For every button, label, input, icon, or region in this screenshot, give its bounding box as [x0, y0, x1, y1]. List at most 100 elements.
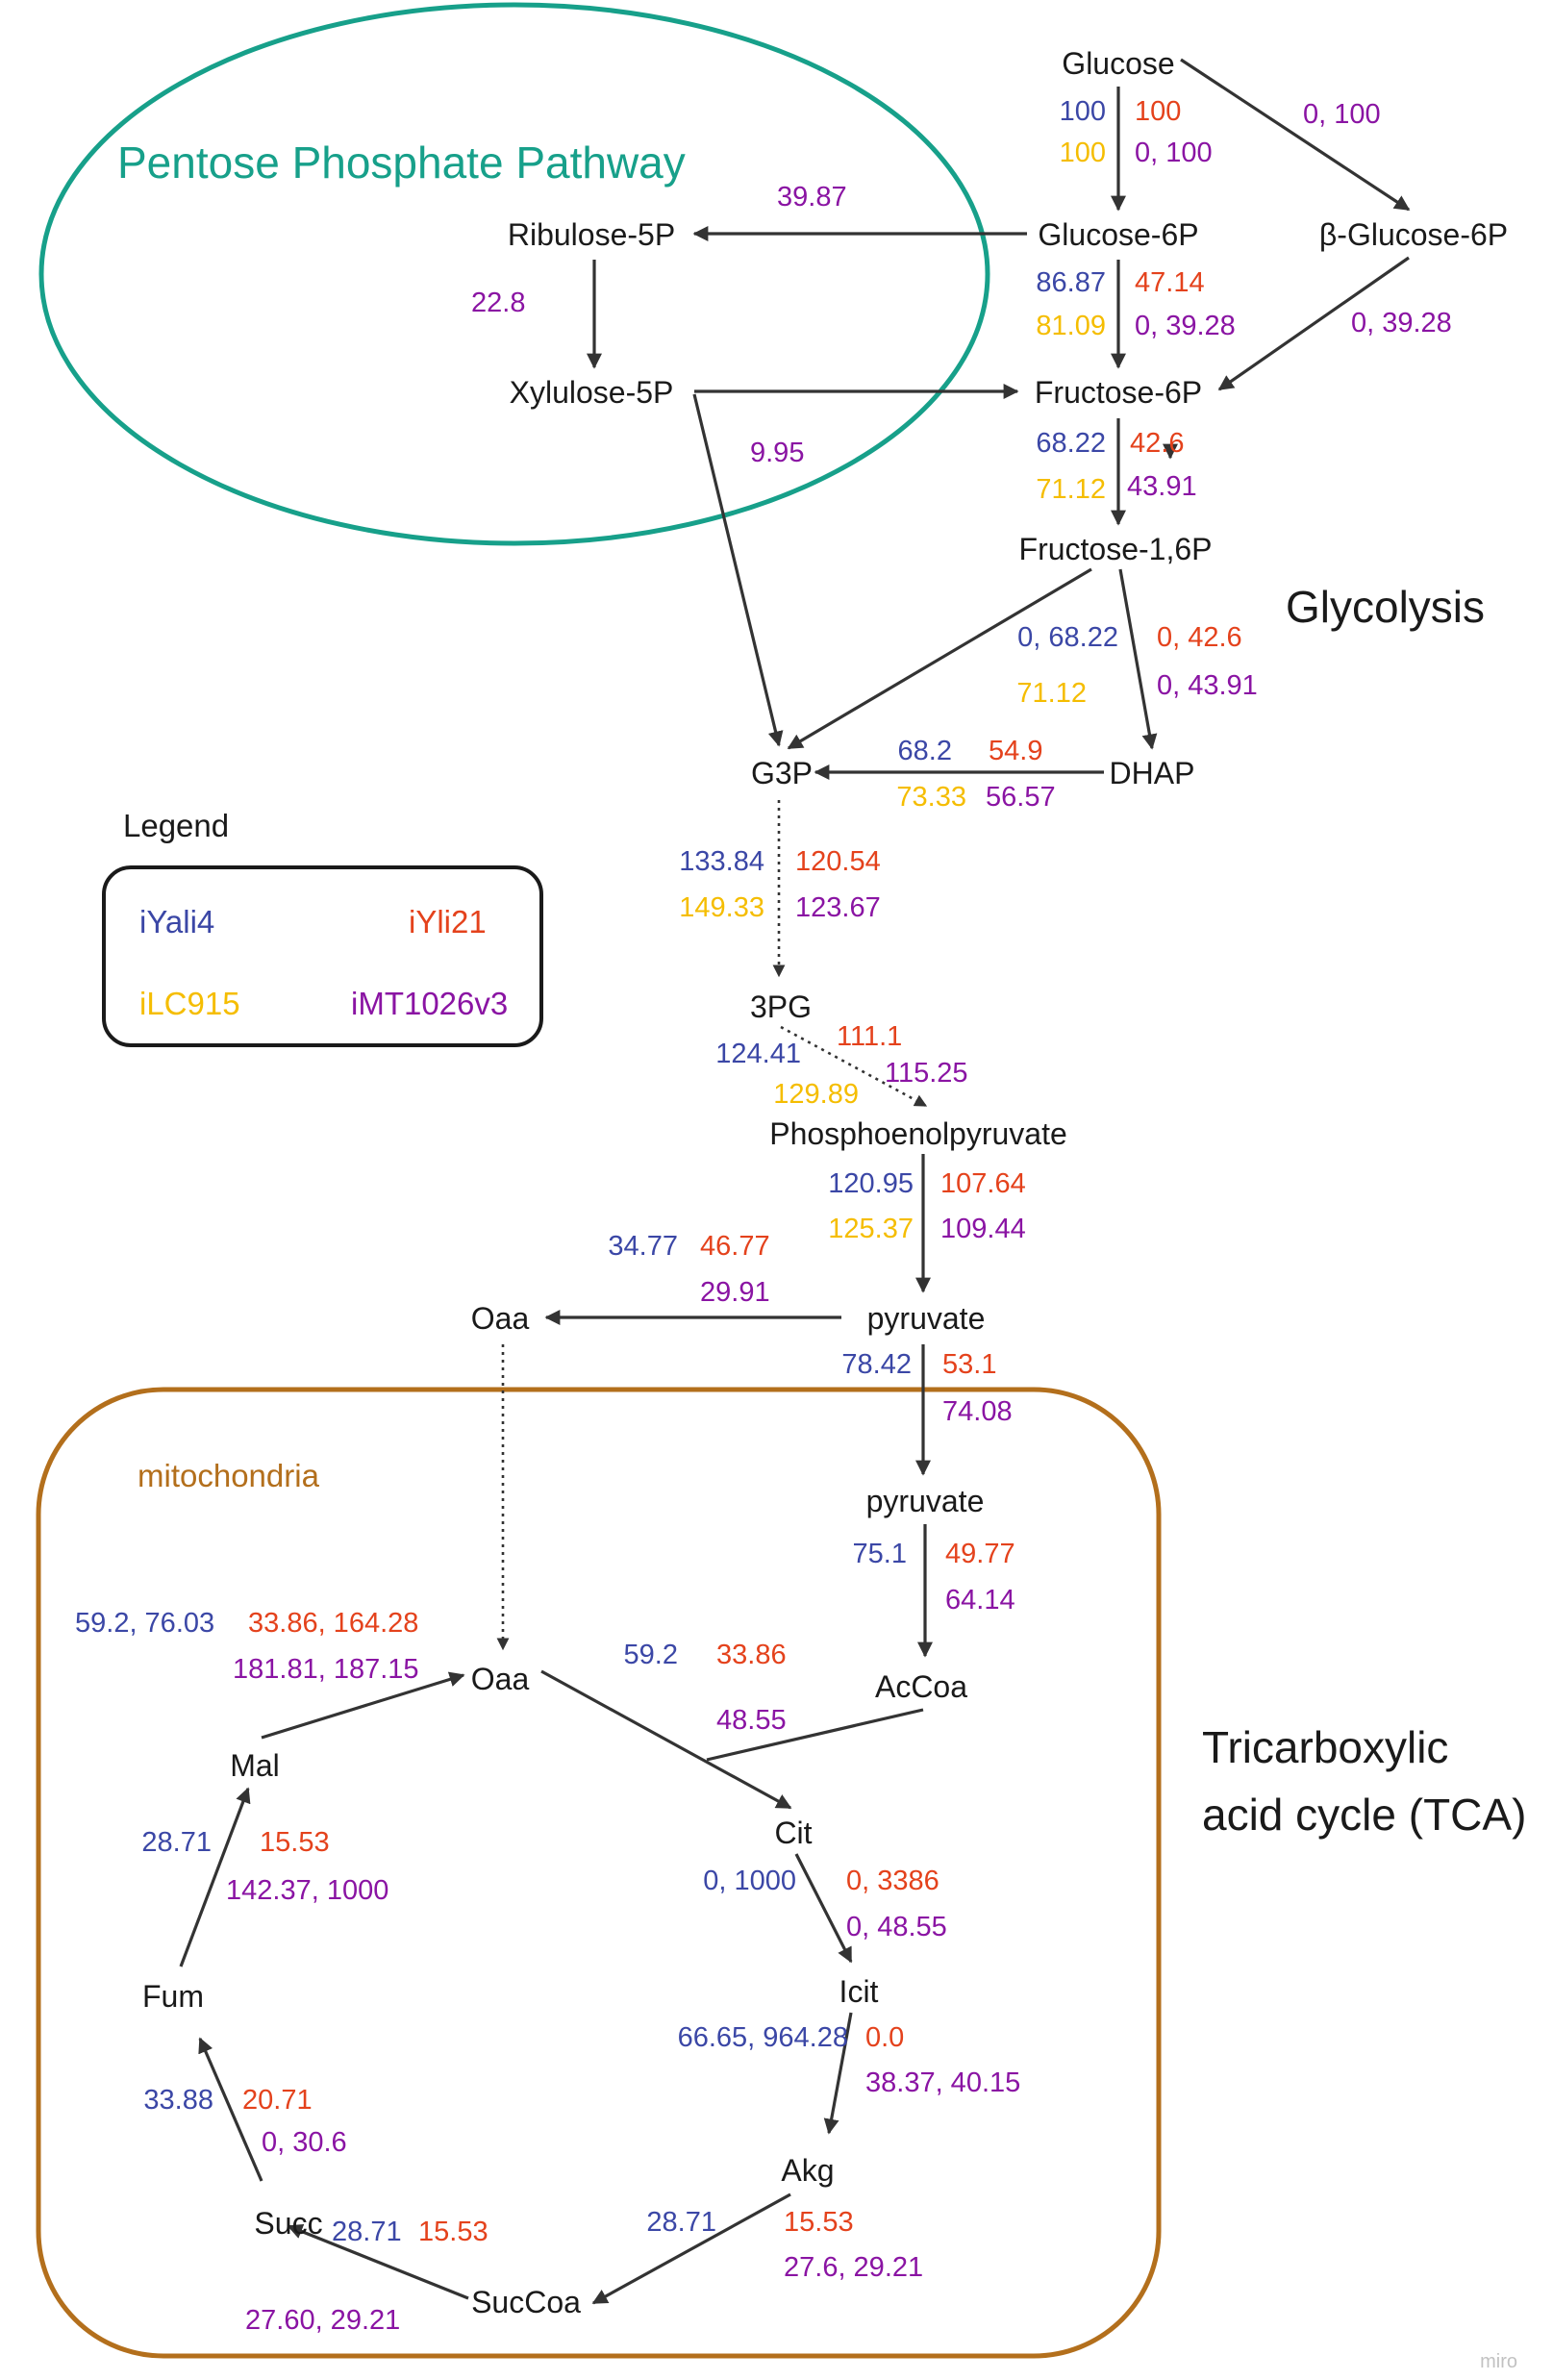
arrow-fructose16p-dhap	[1118, 568, 1158, 750]
metabolite-3pg: 3PG	[750, 990, 812, 1024]
flux-g3p-3pg-iyli21: 120.54	[795, 846, 881, 877]
flux-g6p-f6p-iyali4: 86.87	[1036, 267, 1106, 298]
metabolite-bglucose6p: β-Glucose-6P	[1319, 217, 1508, 252]
ppp-region-ellipse	[38, 2, 990, 546]
flux-pyr-accoa-iyali4: 75.1	[853, 1539, 907, 1569]
flux-g6p-f6p-iyli21: 47.14	[1135, 267, 1205, 298]
flux-3pg-pep-iyli21: 111.1	[837, 1021, 902, 1052]
flux-cit-icit-imt1026v3: 0, 48.55	[846, 1912, 947, 1942]
mitochondria-label: mitochondria	[138, 1458, 320, 1493]
flux-pyr-mito-imt1026v3: 74.08	[942, 1396, 1013, 1427]
arrow-glucose-bglucose6p	[1180, 58, 1411, 212]
flux-succ-fum-imt1026v3: 0, 30.6	[262, 2127, 347, 2158]
flux-fum-mal-iyli21: 15.53	[260, 1827, 330, 1858]
metabolite-g3p: G3P	[751, 756, 813, 790]
flux-f16p-split-iyali4: 0, 68.22	[1017, 622, 1118, 653]
flux-oaa-cit-iyali4: 59.2	[624, 1640, 678, 1670]
metabolite-pyruvate-cytosol: pyruvate	[867, 1301, 986, 1336]
arrow-xylulose5p-g3p	[692, 393, 784, 747]
flux-g6p-f6p-ilc915: 81.09	[1036, 311, 1106, 341]
flux-3pg-pep-ilc915: 129.89	[773, 1079, 859, 1110]
metabolite-fructose6p: Fructose-6P	[1035, 375, 1202, 410]
flux-g3p-3pg-iyali4: 133.84	[679, 846, 764, 877]
flux-glc-g6p-iyli21: 100	[1135, 96, 1181, 127]
flux-3pg-pep-imt1026v3: 115.25	[885, 1058, 968, 1089]
flux-pep-pyr-iyli21: 107.64	[940, 1168, 1026, 1199]
legend-item-iyali4: iYali4	[139, 904, 214, 939]
flux-bg6p-f6p-imt1026v3: 0, 39.28	[1351, 308, 1452, 338]
arrow-fum-mal	[179, 1787, 251, 1967]
flux-ru5p-xu5p-imt1026v3: 22.8	[471, 288, 525, 318]
flux-fum-mal-imt1026v3: 142.37, 1000	[226, 1875, 388, 1906]
flux-f16p-split-imt1026v3: 0, 43.91	[1157, 670, 1258, 701]
metabolite-icit: Icit	[839, 1974, 879, 2009]
flux-oaa-cit-iyli21: 33.86	[716, 1640, 787, 1670]
legend-item-ilc915: iLC915	[139, 986, 240, 1021]
flux-xu5p-f6p-imt1026v3: 9.95	[750, 438, 804, 468]
flux-g6p-ru5p-imt1026v3: 39.87	[777, 182, 847, 213]
flux-f6p-f16p-iyli21: 42.6	[1130, 428, 1184, 459]
metabolite-succ: Succ	[254, 2206, 322, 2241]
flux-glc-g6p-iyali4: 100	[1060, 96, 1106, 127]
flux-pyr-accoa-iyli21: 49.77	[945, 1539, 1015, 1569]
flux-succoa-succ-iyli21: 15.53	[418, 2217, 488, 2247]
flux-pyr-mito-iyali4: 78.42	[841, 1349, 912, 1380]
flux-akg-succoa-imt1026v3: 27.6, 29.21	[784, 2252, 923, 2283]
metabolite-xylulose5p: Xylulose-5P	[510, 375, 674, 410]
arrow-fructose16p-g3p	[787, 567, 1092, 750]
metabolite-fructose16p: Fructose-1,6P	[1019, 532, 1213, 566]
flux-g6p-f6p-imt1026v3: 0, 39.28	[1135, 311, 1236, 341]
metabolite-pyruvate-mito: pyruvate	[866, 1484, 985, 1518]
flux-akg-succoa-iyali4: 28.71	[646, 2207, 716, 2238]
flux-pyr-oaa-iyli21: 46.77	[700, 1231, 770, 1262]
glycolysis-label: Glycolysis	[1286, 582, 1485, 632]
metabolite-cit: Cit	[774, 1816, 812, 1850]
flux-icit-akg-iyali4: 66.65, 964.28	[678, 2022, 848, 2053]
flux-pep-pyr-imt1026v3: 109.44	[940, 1214, 1026, 1244]
reaction-arrows	[179, 58, 1411, 2305]
legend-item-imt1026v3: iMT1026v3	[351, 986, 508, 1021]
flux-pep-pyr-iyali4: 120.95	[828, 1168, 914, 1199]
legend-box	[102, 865, 543, 1047]
flux-values: 100 100 100 0, 100 0, 100 39.87 22.8 9.9…	[75, 96, 1452, 2336]
flux-pyr-oaa-iyali4: 34.77	[608, 1231, 678, 1262]
flux-dhap-g3p-iyli21: 54.9	[989, 736, 1042, 766]
metabolite-dhap: DHAP	[1110, 756, 1195, 790]
metabolite-glucose6p: Glucose-6P	[1038, 217, 1198, 252]
flux-cit-icit-iyali4: 0, 1000	[703, 1866, 796, 1896]
flux-pyr-oaa-imt1026v3: 29.91	[700, 1277, 770, 1308]
flux-glc-g6p-imt1026v3: 0, 100	[1135, 138, 1213, 168]
flux-succoa-succ-iyali4: 28.71	[332, 2217, 402, 2247]
flux-pep-pyr-ilc915: 125.37	[828, 1214, 914, 1244]
flux-akg-succoa-iyli21: 15.53	[784, 2207, 854, 2238]
flux-g3p-3pg-ilc915: 149.33	[679, 892, 764, 923]
flux-glc-bg6p-imt1026v3: 0, 100	[1303, 99, 1381, 130]
flux-3pg-pep-iyali4: 124.41	[715, 1039, 801, 1069]
metabolite-oaa-mito: Oaa	[471, 1662, 530, 1696]
metabolite-labels: Glucose Glucose-6P β-Glucose-6P Ribulose…	[142, 46, 1508, 2319]
flux-mal-oaa-imt1026v3: 181.81, 187.15	[233, 1654, 419, 1685]
metabolite-succoa: SucCoa	[471, 2285, 581, 2319]
flux-pyr-accoa-imt1026v3: 64.14	[945, 1585, 1015, 1616]
flux-f6p-f16p-imt1026v3: 43.91	[1127, 471, 1197, 502]
legend-title: Legend	[123, 808, 229, 843]
arrow-akg-succoa	[591, 2192, 791, 2305]
line-accoa-join	[706, 1708, 924, 1762]
metabolite-fum: Fum	[142, 1979, 204, 2014]
arrow-mal-oaa	[261, 1671, 465, 1740]
metabolite-phosphoenolpyruvate: Phosphoenolpyruvate	[769, 1116, 1067, 1151]
flux-icit-akg-iyli21: 0.0	[865, 2022, 904, 2053]
flux-cit-icit-iyli21: 0, 3386	[846, 1866, 939, 1896]
miro-watermark: miro	[1480, 2351, 1517, 2372]
flux-succ-fum-iyali4: 33.88	[143, 2085, 213, 2116]
arrow-succ-fum	[198, 2037, 263, 2182]
flux-oaa-cit-imt1026v3: 48.55	[716, 1705, 787, 1736]
tca-label-line2: acid cycle (TCA)	[1202, 1790, 1526, 1840]
arrow-oaa-cit	[540, 1669, 792, 1810]
flux-mal-oaa-iyli21: 33.86, 164.28	[248, 1608, 418, 1639]
metabolite-ribulose5p: Ribulose-5P	[508, 217, 675, 252]
ppp-title: Pentose Phosphate Pathway	[117, 138, 686, 188]
flux-fum-mal-iyali4: 28.71	[141, 1827, 212, 1858]
flux-icit-akg-imt1026v3: 38.37, 40.15	[865, 2067, 1020, 2098]
